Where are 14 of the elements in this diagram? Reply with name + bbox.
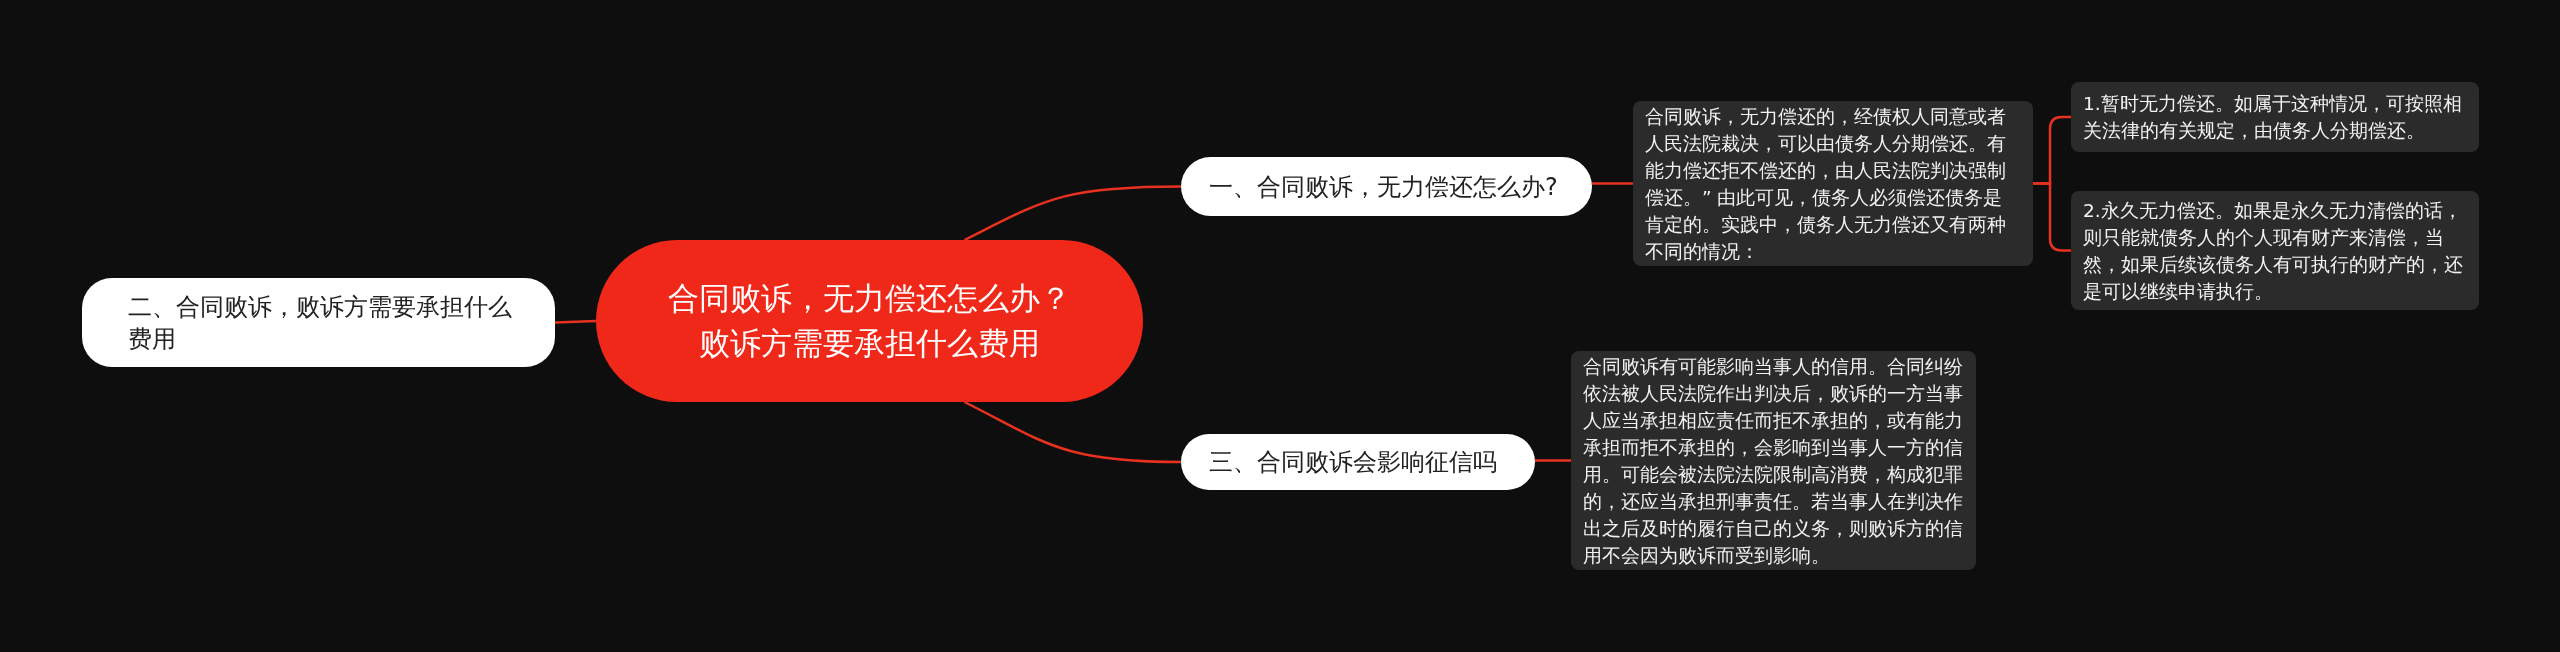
connector-line <box>554 319 597 324</box>
connector-line <box>2033 182 2071 252</box>
note-box: 1.暂时无力偿还。如属于这种情况，可按照相关法律的有关规定，由债务人分期偿还。 <box>2071 82 2479 152</box>
note-box: 合同败诉有可能影响当事人的信用。合同纠纷依法被人民法院作出判决后，败诉的一方当事人应当承担相应责任而拒不承担的，或有能力承担而拒不承担的，会影响到当事人一方的信用。可能会被法院法院限制高消费，构成犯罪的，还应当承担刑事责任。若当事人在判决作出之后及时的履行自己的义务，则败诉方的信用不会因为败诉而受到影响。 <box>1571 351 1976 570</box>
connector-line <box>963 185 1181 242</box>
topic-box: 三、合同败诉会影响征信吗 <box>1181 434 1535 490</box>
connector-line <box>963 400 1181 464</box>
connector-line <box>1535 459 1571 462</box>
note-box: 2.永久无力偿还。如果是永久无力清偿的话，则只能就债务人的个人现有财产来清偿，当然，如果后续该债务人有可执行的财产的，还是可以继续申请执行。 <box>2071 191 2479 310</box>
connector-line <box>1592 182 1633 185</box>
topic-box: 一、合同败诉，无力偿还怎么办? <box>1181 157 1592 216</box>
note-box: 合同败诉，无力偿还的，经债权人同意或者人民法院裁决，可以由债务人分期偿还。有能力偿还拒不偿还的，由人民法院判决强制偿还。” 由此可见，债务人必须偿还债务是肯定的。实践中，债务人无力偿还又有两种不同的情况： <box>1633 101 2033 266</box>
topic-box: 二、合同败诉，败诉方需要承担什么费用 <box>82 278 555 367</box>
central-topic-box: 合同败诉，无力偿还怎么办？败诉方需要承担什么费用 <box>596 240 1143 402</box>
